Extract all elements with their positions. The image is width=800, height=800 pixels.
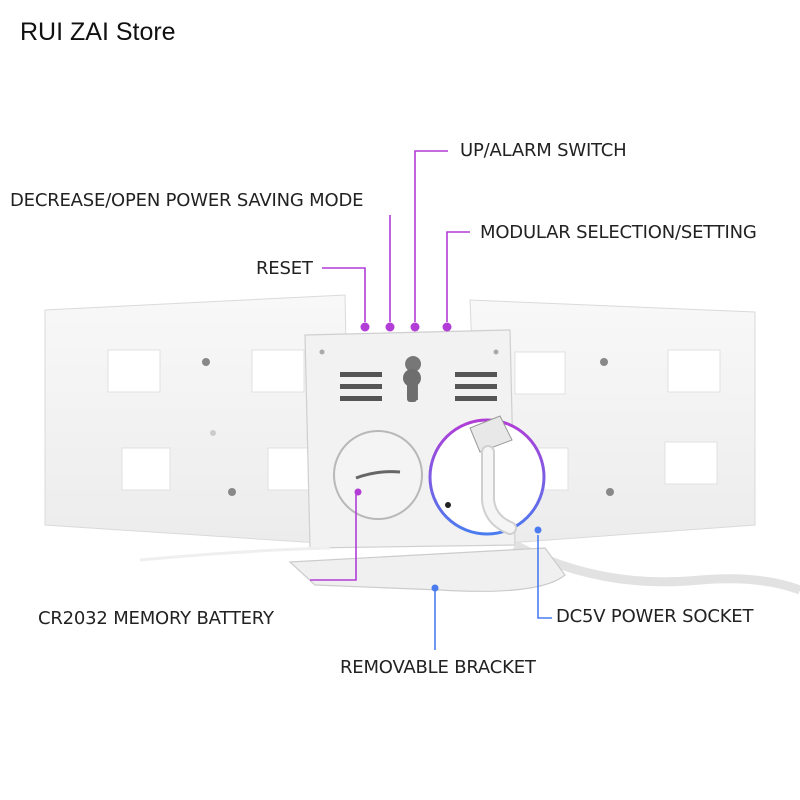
label-battery: CR2032 MEMORY BATTERY (38, 608, 274, 629)
removable-bracket (139, 546, 566, 592)
decrease-button-dot (385, 322, 395, 332)
power-socket-inset (428, 415, 546, 536)
up-alarm-leader (414, 150, 448, 322)
reset-button-dot (360, 322, 370, 332)
blue-leader-lines (434, 535, 552, 650)
modular-button-dot (442, 322, 452, 332)
modular-leader (446, 231, 470, 322)
power-cable (512, 541, 800, 595)
up-alarm-button-dot (410, 322, 420, 332)
leader-lines (310, 150, 470, 581)
label-power-socket: DC5V POWER SOCKET (556, 606, 754, 627)
battery-cover (333, 430, 423, 520)
bracket-dot (431, 584, 439, 592)
store-name: RUI ZAI Store (20, 18, 176, 46)
reset-leader (322, 267, 366, 322)
label-removable-bracket: REMOVABLE BRACKET (340, 657, 536, 678)
label-reset: RESET (256, 258, 313, 279)
label-up-alarm-switch: UP/ALARM SWITCH (460, 140, 627, 161)
power-socket-leader (537, 535, 552, 619)
label-decrease-power-saving: DECREASE/OPEN POWER SAVING MODE (10, 190, 364, 211)
battery-dot (354, 488, 362, 496)
label-modular-selection: MODULAR SELECTION/SETTING (480, 222, 757, 243)
left-digit (44, 294, 351, 546)
power-socket-dot (534, 526, 542, 534)
button-dots (360, 322, 452, 332)
battery-leader (310, 492, 357, 581)
